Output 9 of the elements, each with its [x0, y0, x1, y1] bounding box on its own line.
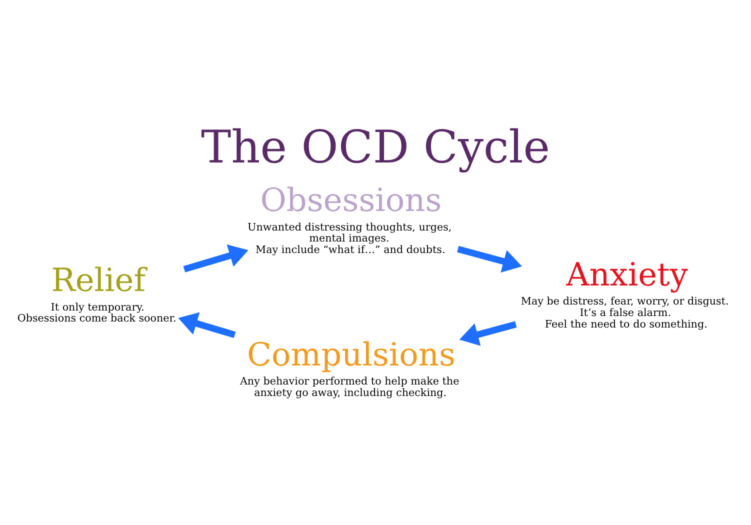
- arrow: [459, 320, 517, 346]
- node-text: Obsessions Unwanted distressing thoughts, urges, mental images. May include “what if…” and doubts.: [248, 180, 452, 256]
- node-text: Compulsions Any behavior performed to help make the anxiety go away, including checking.: [240, 334, 460, 398]
- node-text: Anxiety May be distress, fear, worry, or disgust. It’s a false alarm. Feel the need to do something.: [520, 254, 729, 330]
- arrow: [178, 312, 236, 338]
- arrow: [183, 244, 248, 272]
- diagram-title: The OCD Cycle: [201, 120, 550, 174]
- arrow: [457, 245, 522, 272]
- node-text: Relief It only temporary. Obsessions come back sooner.: [17, 260, 176, 324]
